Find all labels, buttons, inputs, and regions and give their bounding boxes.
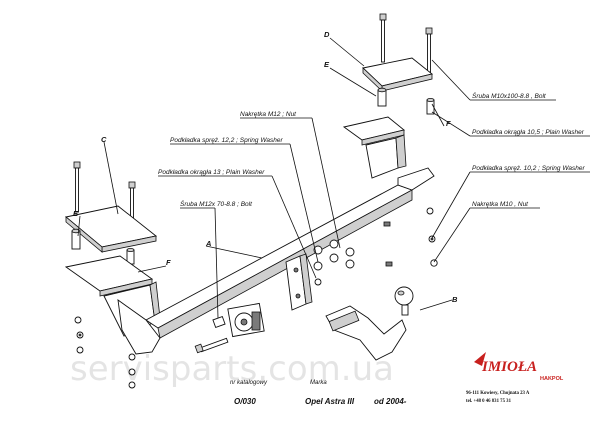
crossbar-a: [117, 167, 435, 355]
company-logo: IMIOŁA HAKPOL: [474, 352, 564, 382]
logo-sub: HAKPOL: [540, 376, 564, 382]
callout-plain-washer-10: Podkładka okrągła 10,5 ; Plain Washer: [472, 129, 585, 136]
plate-d: [362, 57, 433, 92]
spacer-e-upper-right: [426, 98, 435, 115]
year-value: od 2004-: [374, 397, 407, 406]
logo-name: IMIOŁA: [481, 359, 537, 375]
letter-c: C: [101, 135, 107, 144]
bolt-m12-lower: [194, 315, 229, 354]
callout-nut-m12: Nakrętka M12 ; Nut: [240, 111, 297, 118]
bolt-m10-top-left: [379, 13, 387, 63]
spacer-e-upper: [377, 87, 387, 107]
socket-plate: [227, 302, 265, 338]
hardware-center-stack: [313, 239, 355, 286]
callout-spring-washer-12: Podkładka spręż. 12,2 ; Spring Washer: [170, 137, 283, 144]
plate-f-upper: [342, 116, 407, 179]
watermark: servisparts.com.ua: [70, 349, 394, 389]
leader-lines: [77, 37, 590, 319]
letter-e-upper: E: [324, 60, 330, 69]
catalog-label: nr katalogowy: [230, 380, 268, 386]
brand-label: Marka: [310, 380, 327, 386]
bracket-d-assembly: [342, 13, 435, 179]
letter-f-upper: F: [446, 119, 451, 128]
letter-b: B: [452, 295, 458, 304]
brand-value: Opel Astra III: [305, 397, 355, 406]
letter-e-left: E: [73, 209, 79, 218]
hardware-left-stack: [74, 316, 136, 389]
footer: nr katalogowy O/030 Marka Opel Astra III…: [230, 380, 407, 406]
callout-bolt-m10: Śruba M10x100-8.8 , Bolt: [472, 91, 547, 100]
callout-plain-washer-13: Podkładka okrągła 13 ; Plain Washer: [158, 169, 265, 176]
logo-swoosh-icon: [474, 352, 486, 366]
plate-f-left: [64, 255, 161, 337]
letter-a: A: [205, 239, 211, 248]
address-line-1: 96-111 Kowiesy, Chojnata 23 A: [466, 391, 530, 396]
bracket-c-assembly: [64, 161, 161, 337]
address-line-2: tel. +48 0 46 831 75 31: [466, 399, 512, 404]
letter-f-left: F: [166, 258, 171, 267]
spacer-e-left: [71, 228, 81, 250]
tow-ball-b: [325, 286, 414, 361]
letter-d: D: [324, 30, 330, 39]
mount-plate: [285, 253, 313, 311]
bolt-m10-top-right: [425, 27, 433, 73]
plate-c: [64, 205, 158, 253]
bolt-m10-left-a: [73, 161, 81, 213]
hardware-right-stack: [383, 207, 438, 267]
catalog-value: O/030: [234, 397, 256, 406]
callout-spring-washer-10: Podkładka spręż. 10,2 ; Spring Washer: [472, 165, 585, 172]
callout-bolt-m12: Śruba M12x 70-8.8 ; Bolt: [180, 199, 253, 208]
callout-nut-m10: Nakrętka M10 , Nut: [472, 201, 529, 208]
